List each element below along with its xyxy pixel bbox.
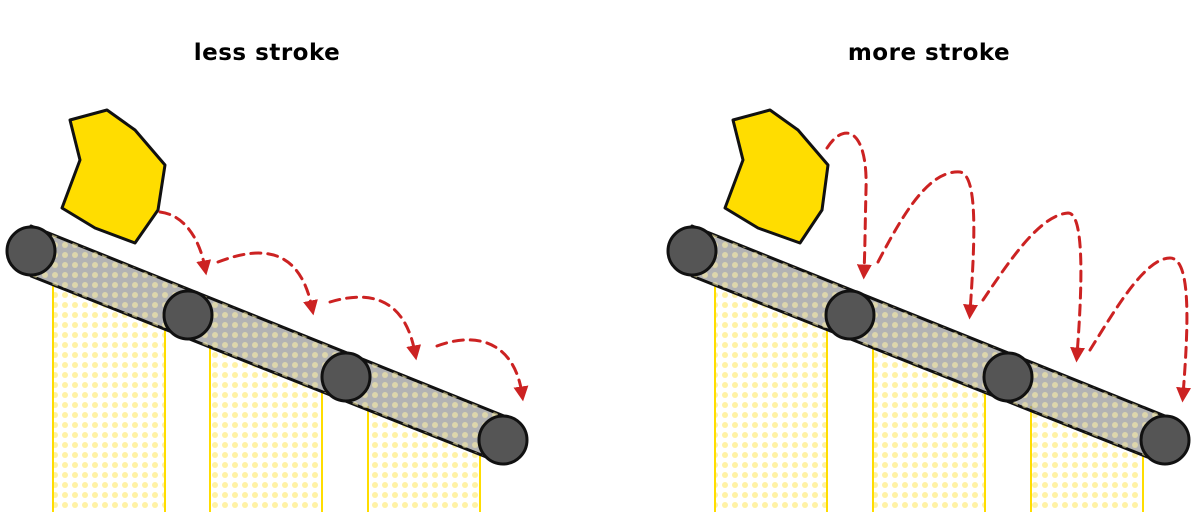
curtain-1 (52, 285, 166, 512)
bounce-trajectory (158, 210, 529, 402)
roller-2 (824, 289, 876, 341)
roller-3 (320, 351, 372, 403)
panel-title-more-stroke: more stroke (847, 40, 1011, 66)
roller-1 (666, 225, 718, 277)
screen-right (666, 108, 1192, 512)
curtain-1 (714, 285, 828, 512)
curtain-3 (367, 406, 481, 512)
curtain-3 (1030, 406, 1144, 512)
roller-1 (5, 225, 57, 277)
roller-3 (982, 351, 1034, 403)
curtain-2 (872, 345, 986, 512)
rock-particle (723, 108, 830, 245)
roller-4 (477, 414, 529, 466)
roller-4 (1139, 414, 1191, 466)
panel-title-less-stroke: less stroke (193, 40, 341, 66)
curtain-2 (209, 345, 323, 512)
bounce-trajectory (825, 131, 1192, 403)
screen-left (5, 108, 529, 512)
roller-2 (162, 289, 214, 341)
rock-particle (60, 108, 167, 245)
